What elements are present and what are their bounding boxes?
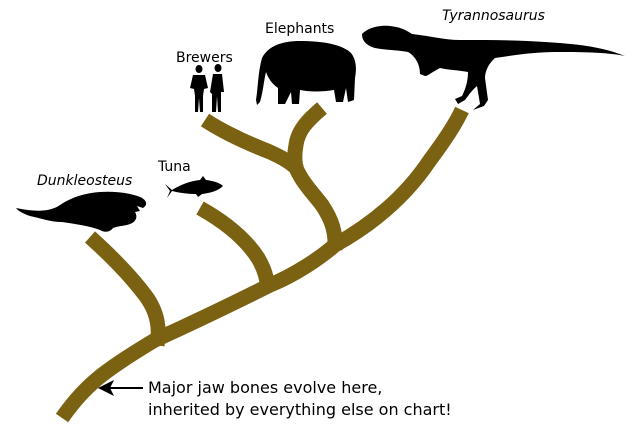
elephants-branch <box>287 102 327 171</box>
annotation-text: Major jaw bones evolve here, inherited b… <box>148 377 452 421</box>
elephant-silhouette-icon <box>256 41 356 105</box>
taxon-label-brewers: Brewers <box>176 50 233 66</box>
taxon-label-dunkleosteus: Dunkleosteus <box>37 173 133 189</box>
annotation-line-2: inherited by everything else on chart! <box>148 400 452 419</box>
tyrannosaurus-silhouette-icon <box>362 25 625 110</box>
dunkleosteus-branch <box>84 231 166 347</box>
tuna-branch <box>196 201 275 291</box>
tuna-silhouette-icon <box>165 176 223 198</box>
annotation-line-1: Major jaw bones evolve here, <box>148 378 383 397</box>
taxon-label-elephants: Elephants <box>265 21 335 37</box>
trunk-branch <box>55 106 469 423</box>
taxon-label-tuna: Tuna <box>158 159 191 175</box>
brewers-branch <box>200 113 304 176</box>
left-arrow-icon <box>98 380 143 396</box>
taxon-label-tyrannosaurus: Tyrannosaurus <box>442 8 545 24</box>
mammal-clade-branch <box>287 162 343 251</box>
humans-silhouette-icon <box>190 64 224 112</box>
tree-branches <box>55 102 469 423</box>
dunkleosteus-silhouette-icon <box>16 191 147 232</box>
